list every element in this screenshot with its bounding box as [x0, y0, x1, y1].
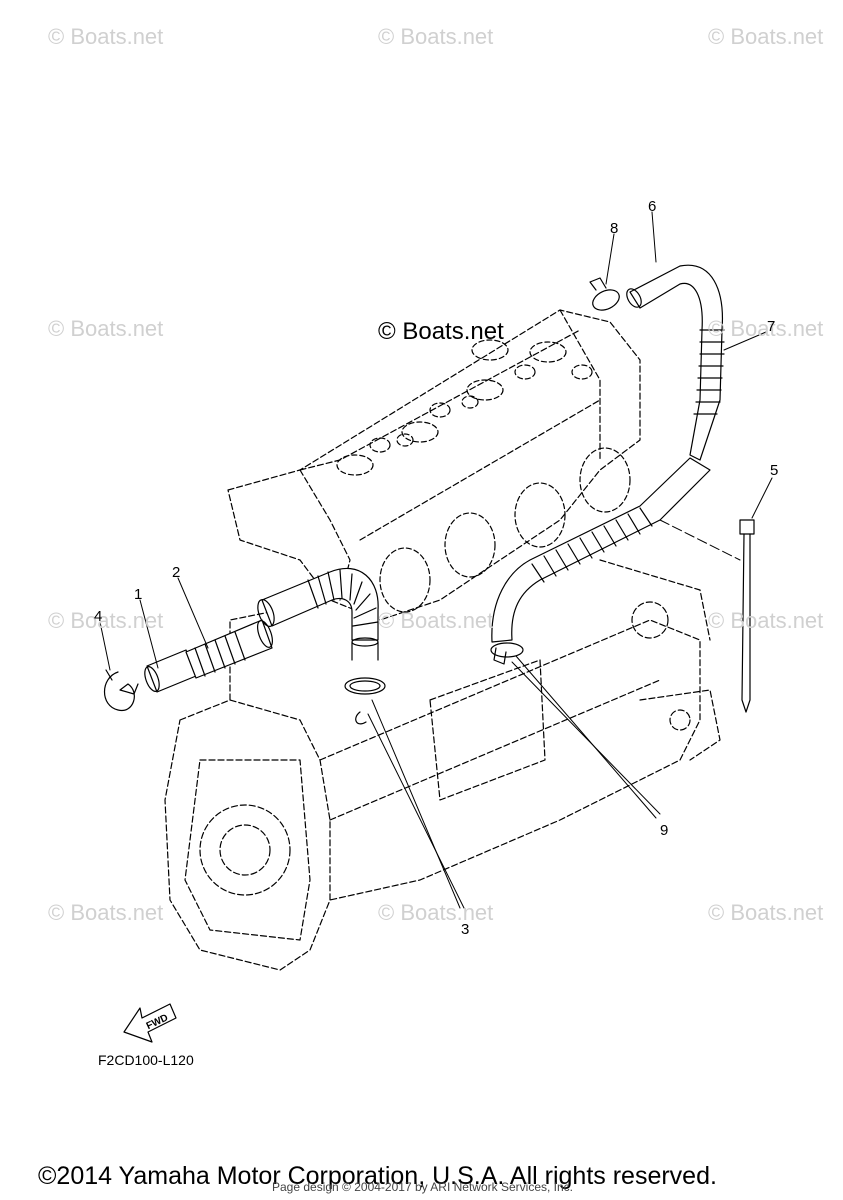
- callout-6: 6: [648, 198, 657, 215]
- crankcase-outline: [164, 559, 721, 971]
- callout-8: 8: [610, 220, 619, 237]
- exhaust-ports: [379, 447, 631, 613]
- copyright-text: ©2014 Yamaha Motor Corporation, U.S.A. A…: [38, 1162, 717, 1190]
- cylinder-head-ports: [336, 339, 593, 476]
- watermark-text: © Boats.net: [48, 24, 164, 49]
- watermark-text: © Boats.net: [708, 608, 824, 633]
- callout-9: 9: [660, 822, 669, 839]
- callout-3: 3: [461, 921, 470, 938]
- part-4-clip: [104, 669, 139, 711]
- part-6-hose: [626, 264, 724, 461]
- callout-4: 4: [94, 608, 103, 625]
- watermark-text: © Boats.net: [48, 316, 164, 341]
- watermark-text: © Boats.net: [708, 900, 824, 925]
- part-5-cable-tie: [739, 519, 755, 713]
- part-3-ring: [344, 677, 386, 725]
- left-elbow-hose: [257, 567, 379, 661]
- callout-7: 7: [767, 318, 776, 335]
- diagram-code: F2CD100-L120: [98, 1052, 194, 1068]
- watermark-text: © Boats.net: [48, 608, 164, 633]
- long-corrugated-hose: [491, 457, 711, 643]
- cylinder-head-outline: [227, 309, 641, 621]
- watermark-text: © Boats.net: [708, 24, 824, 49]
- leader-lines: [99, 211, 773, 909]
- watermark-text: © Boats.net: [48, 900, 164, 925]
- callout-5: 5: [770, 462, 779, 479]
- part-7-corrugated: [693, 329, 725, 415]
- part-2-hose: [185, 619, 273, 679]
- part-9-clamp: [490, 642, 524, 665]
- watermark-text: © Boats.net: [378, 608, 494, 633]
- watermark-text: © Boats.net: [378, 24, 494, 49]
- part-8-clamp: [589, 277, 620, 311]
- page-design-credit: Page design © 2004-2017 by ARI Network S…: [272, 1180, 574, 1194]
- watermark-text: © Boats.net: [708, 316, 824, 341]
- callout-2: 2: [172, 564, 181, 581]
- watermark-text: © Boats.net: [378, 900, 494, 925]
- fwd-arrow-icon: [123, 1003, 177, 1043]
- brand-watermark: © Boats.net: [378, 318, 504, 345]
- callout-1: 1: [134, 586, 143, 603]
